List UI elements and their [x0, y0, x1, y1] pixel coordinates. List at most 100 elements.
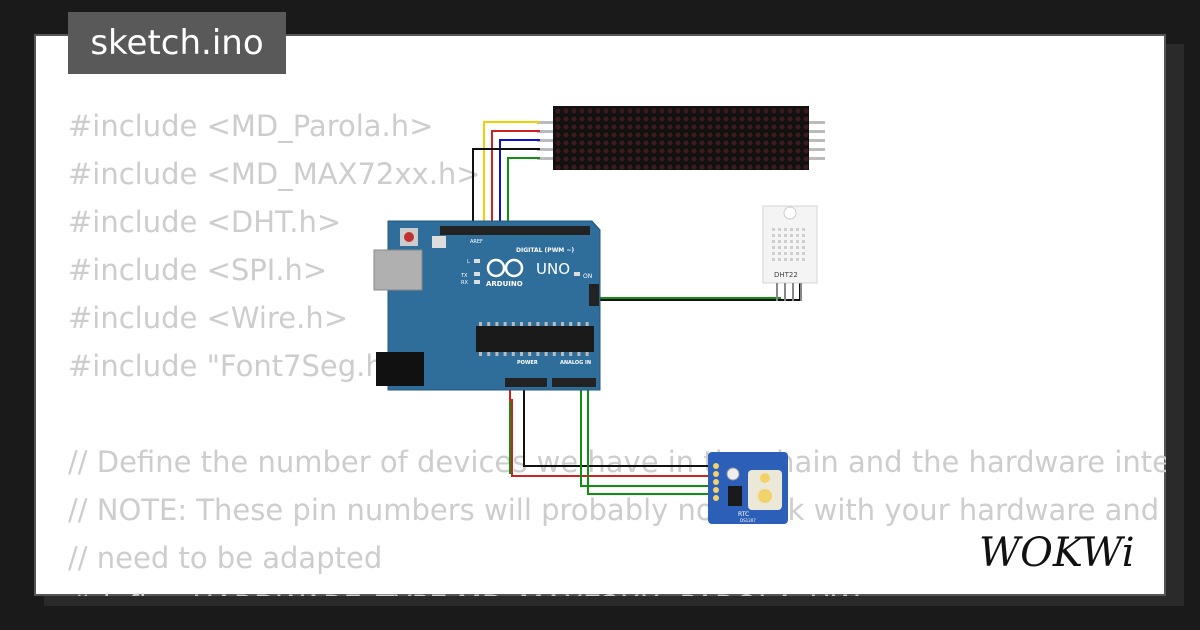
dht-vent-hole: [802, 228, 805, 231]
matrix-led: [571, 164, 577, 170]
matrix-led: [779, 116, 785, 122]
dht-vent-hole: [796, 246, 799, 249]
matrix-led: [747, 124, 753, 130]
chip-pin: [520, 322, 523, 326]
matrix-led: [683, 116, 689, 122]
matrix-led: [763, 140, 769, 146]
dht-vent-hole: [802, 258, 805, 261]
chip-pins: [479, 322, 589, 356]
dht-vent-hole: [802, 234, 805, 237]
matrix-led: [779, 140, 785, 146]
matrix-led: [795, 156, 801, 162]
matrix-led: [659, 108, 665, 114]
matrix-led: [659, 164, 665, 170]
rtc-pin: [713, 487, 719, 493]
matrix-led: [747, 156, 753, 162]
matrix-led: [771, 116, 777, 122]
matrix-led: [675, 116, 681, 122]
matrix-led: [715, 132, 721, 138]
chip-pin: [520, 352, 523, 356]
matrix-led: [579, 148, 585, 154]
chip-pin: [487, 352, 491, 356]
led-matrix[interactable]: [537, 106, 825, 170]
dht-vent-hole: [790, 246, 793, 249]
dht-vent-hole: [778, 252, 781, 255]
matrix-led: [707, 108, 713, 114]
matrix-led: [723, 116, 729, 122]
filename-badge: sketch.ino: [68, 12, 286, 74]
rtc-pin: [713, 495, 719, 501]
matrix-led: [739, 116, 745, 122]
matrix-led: [723, 148, 729, 154]
matrix-led: [755, 148, 761, 154]
matrix-led: [611, 140, 617, 146]
matrix-led: [739, 124, 745, 130]
on-label: ON: [583, 273, 592, 280]
matrix-led: [699, 140, 705, 146]
matrix-led: [803, 164, 809, 170]
rtc-module[interactable]: RTC DS1307: [708, 452, 788, 524]
code-line: #include "Font7Seg.h": [68, 349, 398, 383]
rtc-pin: [713, 471, 719, 477]
matrix-led: [555, 108, 561, 114]
matrix-led: [691, 124, 697, 130]
wire-green-rtc-2: [587, 376, 714, 495]
matrix-led: [587, 140, 593, 146]
matrix-led: [675, 148, 681, 154]
matrix-led: [563, 140, 569, 146]
matrix-led: [667, 116, 673, 122]
matrix-led: [675, 108, 681, 114]
matrix-led: [707, 124, 713, 130]
wire-blue: [499, 139, 540, 228]
matrix-led: [731, 156, 737, 162]
matrix-led: [691, 116, 697, 122]
matrix-led: [715, 116, 721, 122]
matrix-led: [779, 108, 785, 114]
dht-vent-hole: [772, 234, 775, 237]
matrix-led: [667, 124, 673, 130]
matrix-led: [555, 148, 561, 154]
dht-vent-hole: [778, 234, 781, 237]
chip-pin: [511, 352, 515, 356]
matrix-led: [795, 116, 801, 122]
chip-pin: [552, 352, 556, 356]
dht22-sensor[interactable]: DHT22: [762, 205, 818, 301]
matrix-led: [763, 156, 769, 162]
matrix-led: [667, 140, 673, 146]
matrix-led: [787, 116, 793, 122]
matrix-led: [611, 164, 617, 170]
matrix-led: [555, 140, 561, 146]
analog-header: [552, 378, 596, 387]
matrix-led: [603, 148, 609, 154]
matrix-led: [803, 132, 809, 138]
matrix-led: [707, 164, 713, 170]
matrix-led: [611, 132, 617, 138]
matrix-led: [571, 140, 577, 146]
arduino-uno-board[interactable]: AREF DIGITAL (PWM ~) UNO ARDUINO ON L TX…: [373, 220, 601, 391]
matrix-led: [675, 156, 681, 162]
dht-vent-hole: [796, 240, 799, 243]
matrix-led: [595, 164, 601, 170]
matrix-led: [771, 164, 777, 170]
matrix-led: [635, 116, 641, 122]
matrix-led: [587, 124, 593, 130]
dht-vent-hole: [778, 228, 781, 231]
matrix-led: [611, 124, 617, 130]
atmega-chip: [476, 326, 594, 352]
chip-pin: [479, 352, 482, 356]
matrix-led: [587, 108, 593, 114]
matrix-led: [787, 140, 793, 146]
dht-vent-hole: [784, 252, 787, 255]
code-line: #include <Wire.h>: [68, 301, 349, 335]
matrix-led: [563, 156, 569, 162]
aref-label: AREF: [470, 239, 483, 245]
matrix-led: [731, 108, 737, 114]
matrix-led: [579, 124, 585, 130]
matrix-led: [747, 132, 753, 138]
chip-pin: [544, 352, 548, 356]
wire-red-rtc: [509, 376, 714, 477]
dht-vent-hole: [778, 246, 781, 249]
matrix-led: [755, 124, 761, 130]
matrix-led: [771, 108, 777, 114]
